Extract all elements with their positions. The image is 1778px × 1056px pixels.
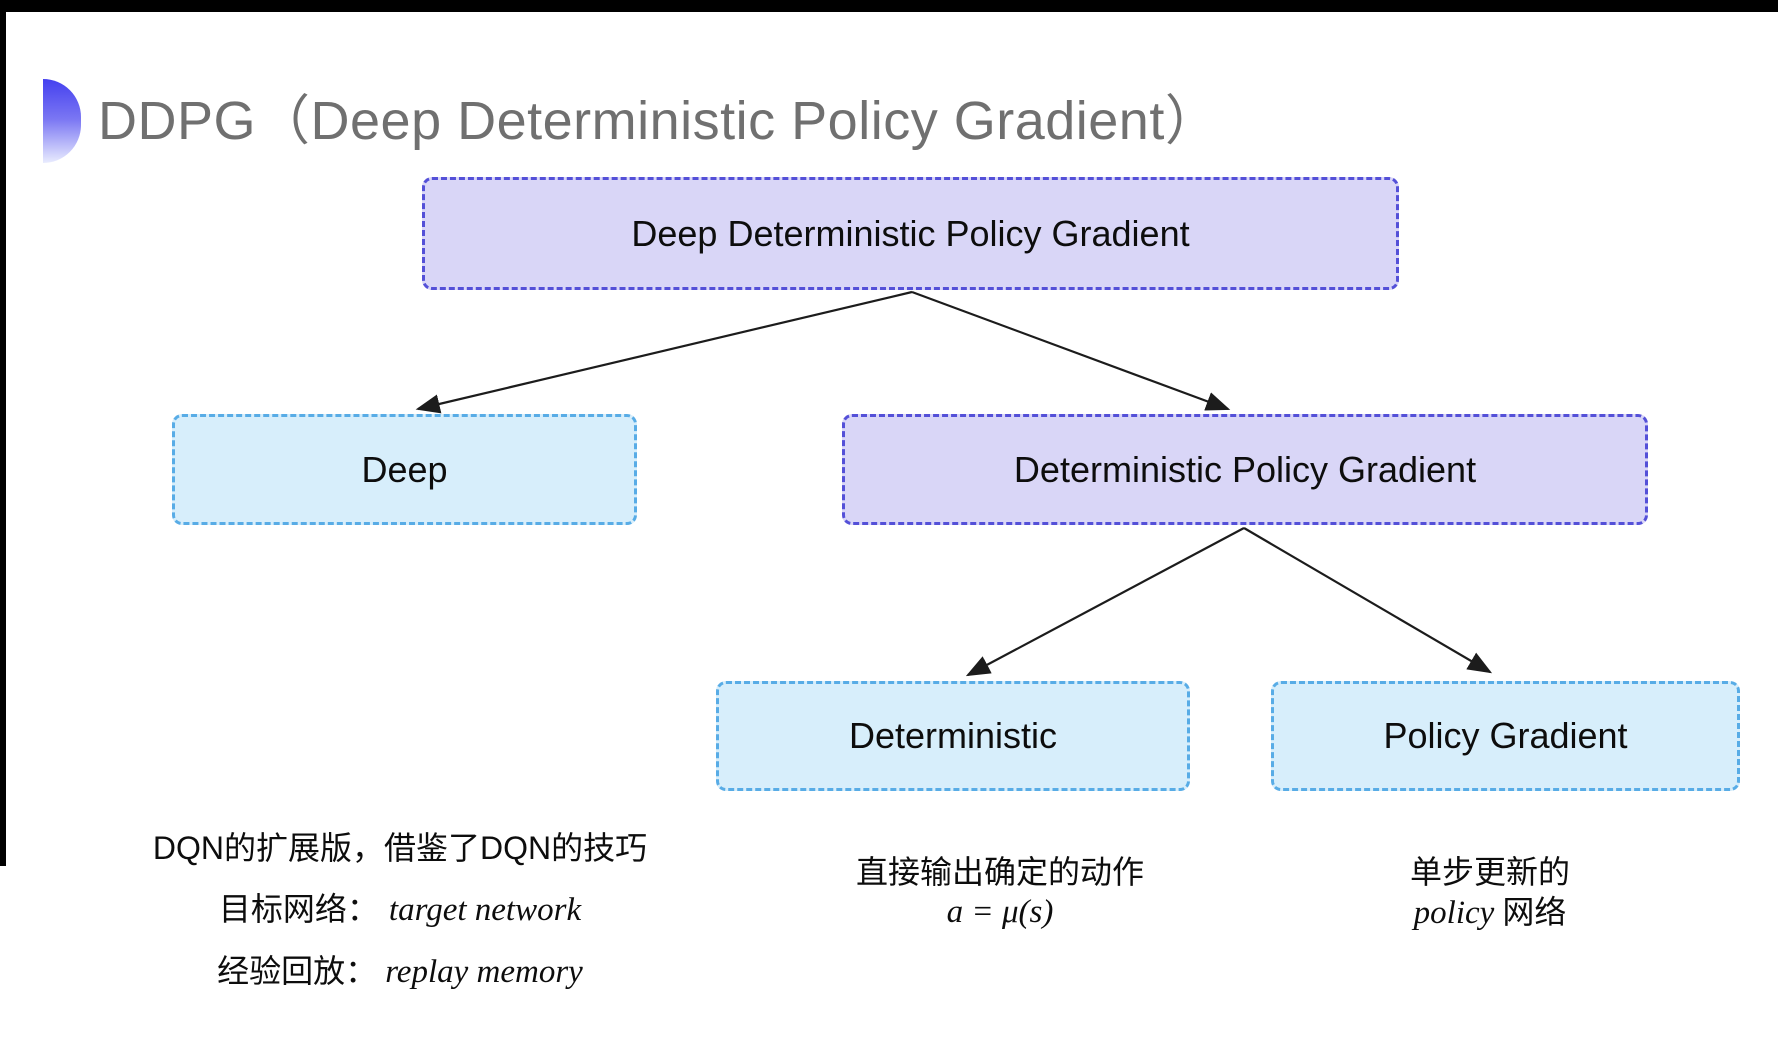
note-deep-line1: DQN的扩展版，借鉴了DQN的技巧	[152, 830, 648, 866]
arrow-dpg-to-deterministic	[965, 527, 1245, 677]
target-network-term: target network	[388, 892, 582, 928]
slide-header: DDPG（Deep Deterministic Policy Gradient）	[43, 79, 1219, 163]
title-bullet-icon	[43, 79, 81, 163]
note-deterministic: 直接输出确定的动作 a = μ(s)	[790, 852, 1210, 932]
note-policy-gradient-line1: 单步更新的	[1409, 854, 1570, 890]
screenshot-top-edge	[0, 0, 1778, 12]
node-deep-label: Deep	[361, 448, 448, 490]
arrow-dpg-to-policy-gradient	[1243, 527, 1493, 674]
policy-word: policy	[1413, 895, 1495, 931]
node-policy-gradient: Policy Gradient	[1271, 681, 1740, 791]
network-word: 网络	[1502, 894, 1567, 930]
arrow-root-to-dpg	[911, 290, 1231, 411]
deterministic-formula: a = μ(s)	[946, 894, 1054, 930]
note-deep-line3: 经验回放：replay memory	[120, 951, 680, 992]
node-dpg-label: Deterministic Policy Gradient	[1013, 448, 1477, 490]
target-network-label: 目标网络：	[218, 891, 379, 927]
arrow-root-to-deep	[415, 290, 913, 414]
note-deterministic-line1: 直接输出确定的动作	[855, 854, 1144, 890]
node-policy-gradient-label: Policy Gradient	[1383, 715, 1628, 756]
replay-memory-term: replay memory	[385, 954, 583, 990]
node-deterministic-policy-gradient: Deterministic Policy Gradient	[842, 414, 1648, 525]
note-deep-line2: 目标网络：target network	[120, 889, 680, 930]
node-root-label: Deep Deterministic Policy Gradient	[631, 212, 1190, 254]
screenshot-left-edge	[0, 0, 6, 866]
node-root: Deep Deterministic Policy Gradient	[422, 177, 1399, 290]
node-deterministic: Deterministic	[716, 681, 1190, 791]
node-deterministic-label: Deterministic	[848, 715, 1058, 756]
page-title: DDPG（Deep Deterministic Policy Gradient）	[98, 91, 1220, 151]
replay-memory-label: 经验回放：	[217, 953, 378, 989]
node-deep: Deep	[172, 414, 637, 525]
note-deep: DQN的扩展版，借鉴了DQN的技巧 目标网络：target network 经验…	[120, 828, 680, 992]
